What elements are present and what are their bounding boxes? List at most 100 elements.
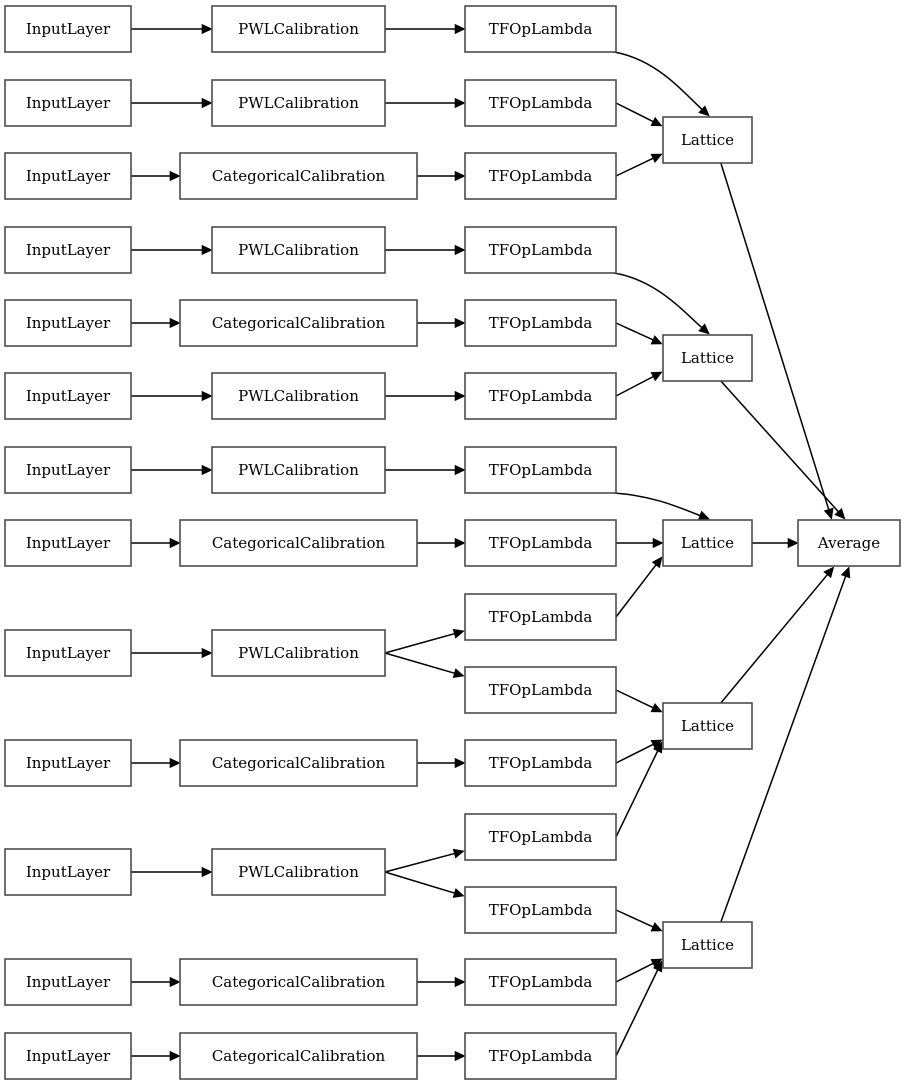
edge-op10-to-lat4 [615, 689, 663, 713]
node-categorical-calibration-cal10[interactable]: CategoricalCalibration [179, 739, 418, 787]
node-label: PWLCalibration [238, 863, 359, 881]
node-box [4, 739, 132, 787]
edge-in2-to-cal2 [131, 97, 213, 109]
edge-lat3-to-avg [752, 537, 799, 549]
node-pwlcalibration-cal11[interactable]: PWLCalibration [211, 848, 386, 896]
edge-in6-to-cal6 [131, 390, 213, 402]
node-label: TFOpLambda [489, 754, 593, 772]
arrowhead-icon [169, 976, 181, 988]
node-box [4, 519, 132, 567]
edge-line [615, 157, 654, 177]
edge-line [615, 969, 659, 1057]
arrowhead-icon [650, 958, 663, 969]
node-label: PWLCalibration [238, 20, 359, 38]
arrowhead-icon [452, 848, 465, 859]
node-label: InputLayer [26, 534, 111, 552]
node-pwlcalibration-cal1[interactable]: PWLCalibration [211, 5, 386, 53]
node-pwlcalibration-cal9[interactable]: PWLCalibration [211, 629, 386, 677]
node-input-layer-in2[interactable]: InputLayer [4, 79, 132, 127]
edge-op15-to-lat5 [615, 960, 663, 1057]
node-tfop-lambda-op4[interactable]: TFOpLambda [464, 226, 617, 274]
arrowhead-icon [650, 335, 663, 345]
node-pwlcalibration-cal4[interactable]: PWLCalibration [211, 226, 386, 274]
node-tfop-lambda-op12[interactable]: TFOpLambda [464, 813, 617, 861]
node-tfop-lambda-op5[interactable]: TFOpLambda [464, 299, 617, 347]
node-label: PWLCalibration [238, 241, 359, 259]
node-lattice-lat1[interactable]: Lattice [662, 116, 753, 164]
arrowhead-icon [650, 702, 663, 713]
node-lattice-lat4[interactable]: Lattice [662, 702, 753, 750]
node-label: Lattice [681, 936, 734, 954]
node-lattice-lat5[interactable]: Lattice [662, 921, 753, 969]
node-input-layer-in10[interactable]: InputLayer [4, 739, 132, 787]
node-box [662, 702, 753, 750]
arrowhead-icon [201, 464, 213, 476]
node-tfop-lambda-op8[interactable]: TFOpLambda [464, 519, 617, 567]
node-input-layer-in7[interactable]: InputLayer [4, 446, 132, 494]
node-pwlcalibration-cal7[interactable]: PWLCalibration [211, 446, 386, 494]
node-box [179, 958, 418, 1006]
node-tfop-lambda-op9[interactable]: TFOpLambda [464, 593, 617, 641]
edge-cal2-to-op2 [385, 97, 466, 109]
node-box [464, 79, 617, 127]
node-tfop-lambda-op2[interactable]: TFOpLambda [464, 79, 617, 127]
node-tfop-lambda-op6[interactable]: TFOpLambda [464, 372, 617, 420]
node-box [211, 848, 386, 896]
node-input-layer-in6[interactable]: InputLayer [4, 372, 132, 420]
arrowhead-icon [169, 1050, 181, 1062]
node-box [4, 1032, 132, 1080]
node-lattice-lat2[interactable]: Lattice [662, 334, 753, 382]
node-box [179, 739, 418, 787]
node-box [4, 5, 132, 53]
node-input-layer-in9[interactable]: InputLayer [4, 629, 132, 677]
edge-line [384, 652, 455, 674]
arrowhead-icon [454, 757, 466, 769]
node-input-layer-in3[interactable]: InputLayer [4, 152, 132, 200]
edge-line [720, 162, 830, 510]
node-pwlcalibration-cal2[interactable]: PWLCalibration [211, 79, 386, 127]
edge-cal8-to-op8 [417, 537, 466, 549]
node-label: CategoricalCalibration [212, 1047, 386, 1065]
node-tfop-lambda-op15[interactable]: TFOpLambda [464, 1032, 617, 1080]
node-categorical-calibration-cal12[interactable]: CategoricalCalibration [179, 958, 418, 1006]
edge-cal11-to-op12 [384, 848, 465, 873]
node-pwlcalibration-cal6[interactable]: PWLCalibration [211, 372, 386, 420]
node-input-layer-in8[interactable]: InputLayer [4, 519, 132, 567]
arrowhead-icon [454, 170, 466, 182]
edge-cal5-to-op5 [417, 317, 466, 329]
arrowhead-icon [454, 244, 466, 256]
node-lattice-lat3[interactable]: Lattice [662, 519, 753, 567]
node-categorical-calibration-cal8[interactable]: CategoricalCalibration [179, 519, 418, 567]
node-tfop-lambda-op3[interactable]: TFOpLambda [464, 152, 617, 200]
edge-in13-to-cal13 [131, 1050, 181, 1062]
arrowhead-icon [650, 116, 663, 127]
node-average-avg[interactable]: Average [797, 519, 901, 567]
node-tfop-lambda-op7[interactable]: TFOpLambda [464, 446, 617, 494]
node-tfop-lambda-op14[interactable]: TFOpLambda [464, 958, 617, 1006]
node-input-layer-in13[interactable]: InputLayer [4, 1032, 132, 1080]
node-categorical-calibration-cal5[interactable]: CategoricalCalibration [179, 299, 418, 347]
nodes-layer: InputLayerInputLayerInputLayerInputLayer… [4, 5, 901, 1080]
node-tfop-lambda-op13[interactable]: TFOpLambda [464, 886, 617, 934]
node-tfop-lambda-op11[interactable]: TFOpLambda [464, 739, 617, 787]
node-categorical-calibration-cal13[interactable]: CategoricalCalibration [179, 1032, 418, 1080]
arrowhead-icon [823, 566, 835, 579]
node-input-layer-in12[interactable]: InputLayer [4, 958, 132, 1006]
node-label: TFOpLambda [489, 973, 593, 991]
node-input-layer-in1[interactable]: InputLayer [4, 5, 132, 53]
node-tfop-lambda-op10[interactable]: TFOpLambda [464, 666, 617, 714]
edge-line [615, 102, 654, 123]
node-input-layer-in5[interactable]: InputLayer [4, 299, 132, 347]
node-box [4, 848, 132, 896]
node-input-layer-in4[interactable]: InputLayer [4, 226, 132, 274]
node-label: TFOpLambda [489, 1047, 593, 1065]
node-box [464, 666, 617, 714]
edge-in12-to-cal12 [131, 976, 181, 988]
edge-lat2-to-avg [720, 380, 846, 520]
node-label: InputLayer [26, 863, 111, 881]
edge-op13-to-lat5 [615, 909, 663, 932]
node-input-layer-in11[interactable]: InputLayer [4, 848, 132, 896]
node-tfop-lambda-op1[interactable]: TFOpLambda [464, 5, 617, 53]
node-categorical-calibration-cal3[interactable]: CategoricalCalibration [179, 152, 418, 200]
edge-op9-to-lat3 [615, 556, 663, 618]
